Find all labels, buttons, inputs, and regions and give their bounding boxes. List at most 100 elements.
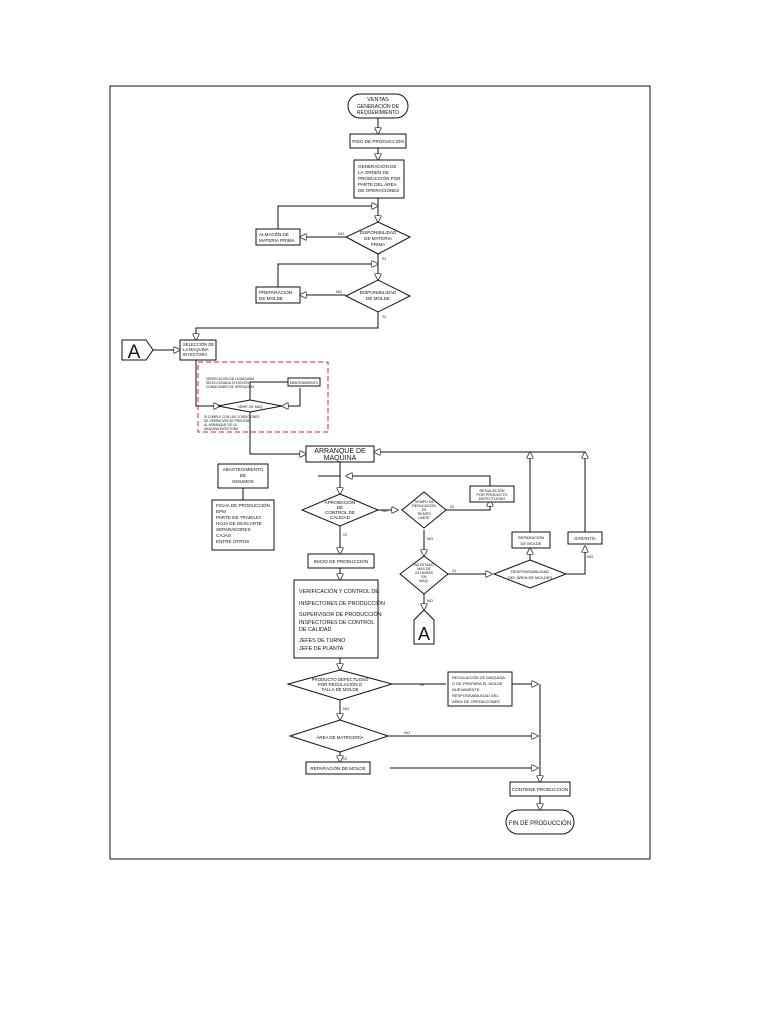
label-no: NO [404,730,410,735]
label-si: SI [452,568,456,573]
node-ha-estado-line: 24 HORAS [415,571,433,575]
dashed-text-1: SELECCIONADA SI ESTA EN [206,381,250,385]
node-seleccion-line: LA MAQUINA [183,347,209,352]
node-verificacion: VERIFICACIÓN Y CONTROL DE: INSPECTORES D… [293,579,385,659]
node-garantia: GARANTÍA [567,531,603,545]
node-regulacion: REGULACIÓN POR PRODUCTO DEFECTUOSO [469,485,515,503]
node-abastecimiento: ABASTECIMIENTO DE INSUMOS [217,463,269,489]
node-orden-line: PARTE DEL ÁREA [358,181,398,187]
insumos-item: EPM [216,509,226,514]
node-reparacion-molde-2: REPARACIÓN DE MOLDE [305,761,371,775]
node-ha-estado-line: MAQ. [419,579,428,583]
node-aprobacion-line: CONTROL DE [325,510,355,515]
producto-def-line: POR REGULACIÓN O [318,682,363,687]
node-orden: GENERACIÓN DE LA ORDEN DE PRODUCCIÓN POR… [353,159,405,199]
node-abast-line: INSUMOS [232,479,253,484]
node-ventas: VENTAS GENERACIÓN DE REQUERIMIENTO [347,93,409,119]
dashed-text-2: MAQUINA INYECTORA [204,427,239,431]
regmaq-line: O DE PREPARA EL MOLDE [452,681,503,686]
node-orden-line: GENERACIÓN DE [358,163,397,169]
node-tiempo: TIEMPO DE REGULACIÓN ES TIEMPO LIMITE [401,491,447,529]
edge-tiempo-regulacion [444,500,490,511]
edge-regulacion-loop [346,476,491,486]
node-resp-line: DEL ÁREA DE MOLDES [508,575,552,580]
dashed-text-2: DE OPERACIÓN SE PROCEDE [204,418,250,423]
node-ha-estado-line: MAS DE [417,567,431,571]
label-si: SI [343,532,347,537]
node-inicio-line: INICIO DE PRODUCCIÓN [314,558,368,564]
regmaq-line: REGULACIÓN DE MAQUINA [452,675,505,680]
node-aprobacion-line: CALIDAD [330,515,351,520]
node-orden-line: LA ORDEN DE [358,170,389,175]
label-no: NO [343,706,349,711]
node-abast-line: ABASTECIMIENTO [223,467,264,472]
node-arranque-line: MAQUINA [324,455,357,462]
connector-a-left: A [121,339,154,363]
node-aprobacion-line: DE [337,505,343,510]
dashed-text-2: SI CUMPLE CON LAS CONDICIONES [204,415,259,419]
node-reparacion-line: DE MOLDE [521,541,542,546]
node-seleccion: SELECCIÓN DE LA MAQUINA INYECTORA [179,339,217,361]
regmaq-line: RESPONSABILIDAD DEL [452,693,499,698]
dashed-text-1: VERIFICACIÓN DE LA MAQUINA [206,376,255,381]
dashed-text-1: CONDICIONES DE OPERACIÓN [206,384,255,389]
verificacion-line: JEFES DE TURNO [299,638,345,644]
node-almacen-line: MATERIA PRIMA [259,238,296,243]
page-frame [109,85,651,860]
label-no: NO [336,289,342,294]
label-no: NO [338,231,344,236]
node-ventas-line: VENTAS [367,97,389,103]
edge-almacen-loop [277,206,378,229]
verificacion-line: DE CALIDAD [299,627,331,633]
dashed-box-label: MANTENIMIENTO [290,381,319,385]
node-contiene: CONTIENE PRODUCCIÓN [509,781,571,797]
insumos-item: PARTE DE TRABAJO [216,515,261,520]
edge-resp-garantia [566,546,585,575]
connector-a-bottom-label: A [418,624,430,644]
insumos-item: HOJA DE DESCARTE [216,521,262,526]
node-disp-mp-line: PRIMA [371,242,386,247]
label-si: SI [450,504,454,509]
edge-dispmolde-seleccion [196,312,379,340]
label-si: SI [343,756,347,761]
verificacion-line: INSPECTORES DE PRODUCCIÓN [299,600,385,607]
verificacion-line: VERIFICACIÓN Y CONTROL DE: [299,588,380,595]
label-no: NO [382,508,388,513]
label-si: SI [382,256,386,261]
node-insumos-list: FICHA DE PRODUCCIÓN EPM PARTE DE TRABAJO… [211,499,275,551]
node-tiempo-line: TIEMPO [417,512,431,516]
fin-line: FIN DE PRODUCCIÓN [509,820,571,827]
node-ventas-line: GENERACIÓN DE [357,103,400,110]
node-tiempo-line: TIEMPO DE [414,500,434,504]
node-disp-mp-line: DE MATERIA [364,236,393,241]
insumos-item: ENTRE OTROS [216,539,249,544]
regmaq-line: ÁREA DE OPERACIONES [452,699,500,704]
node-tiempo-line: ES [422,508,427,512]
insumos-item: CAJAS [216,533,231,538]
edge-dashed-internal [249,381,288,400]
node-disp-molde: DISPONIBILIDAD DE MOLDE [344,279,412,313]
reparacion2-line: REPARACIÓN DE MOLDE [310,765,365,771]
producto-def-line: PRODUCTO DEFECTUOSO [312,677,369,682]
insumos-item: SEPARADORES [216,527,251,532]
matriceria-line: ÁREA DE MATRICERÍA [316,735,363,740]
node-disp-mp-line: DISPONIBILIDAD [360,230,397,235]
node-ha-estado-line: HA ESTADO [414,563,435,567]
node-arranque: ARRANQUE DE MAQUINA [305,445,375,463]
node-disp-molde-line: DISPONIBILIDAD [360,290,397,295]
label-no: NO [587,554,593,559]
node-orden-line: PRODUCCIÓN POR [358,175,401,181]
node-regulacion-line: DEFECTUOSO [479,497,505,501]
insumos-item: FICHA DE PRODUCCIÓN [216,502,270,508]
node-pedido-line: PIDO DE PRODUCCIÓN [352,138,404,144]
node-orden-line: DE OPERACIONES [358,188,399,193]
edge-arranque-abast [318,462,341,477]
node-garantia-line: GARANTÍA [574,536,596,541]
node-regulacion-maq: REGULACIÓN DE MAQUINA O DE PREPARA EL MO… [447,671,513,707]
node-almacen: ALMACÉN DE MATERIA PRIMA [255,228,301,246]
node-ventas-line: REQUERIMIENTO [357,110,399,116]
node-tiempo-line: REGULACIÓN [412,503,436,508]
node-producto-def: PRODUCTO DEFECTUOSO POR REGULACIÓN O FAL… [286,669,394,701]
node-prep-molde: PREPARACIÓN DE MOLDE [255,286,301,304]
